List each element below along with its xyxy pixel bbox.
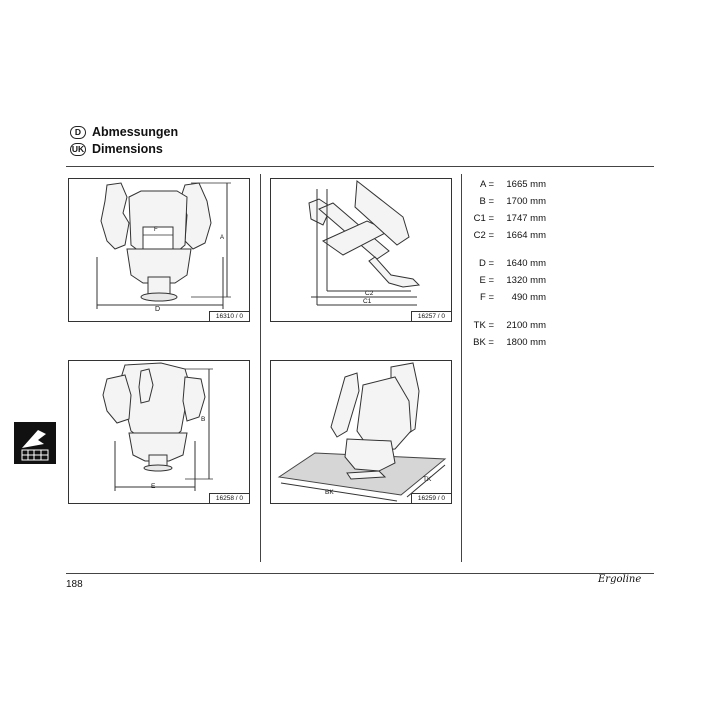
- heading-title-de: Abmessungen: [92, 125, 179, 139]
- spec-value: 2100 mm: [506, 320, 546, 331]
- figure-code: 16257 / 0: [410, 311, 451, 321]
- measurement-tab-icon: [21, 430, 49, 461]
- spec-label: C1 =: [473, 213, 494, 224]
- column-divider-right: [461, 174, 462, 562]
- figure-rear-view: E B 16258 / 0: [68, 360, 250, 504]
- lounger-rear-drawing: [102, 362, 213, 491]
- section-tab-icon: [14, 422, 56, 464]
- dimension-label-c2: C2: [365, 290, 374, 297]
- dimension-label-tk: TK: [423, 476, 432, 483]
- heading-title-uk: Dimensions: [92, 142, 163, 156]
- spec-value: 1665 mm: [506, 179, 546, 190]
- spec-value: 1320 mm: [506, 275, 546, 286]
- language-badge-de: D: [70, 125, 86, 139]
- dimension-label-d: D: [155, 306, 161, 313]
- figure-floor-area-view: BK TK 16259 / 0: [270, 360, 452, 504]
- spec-label: BK =: [473, 337, 494, 348]
- footer-rule: [66, 573, 654, 574]
- spec-value: 1640 mm: [506, 258, 546, 269]
- figure-side-view: C2 C1 16257 / 0: [270, 178, 452, 322]
- spec-label: TK =: [473, 320, 494, 331]
- spec-label: F =: [480, 292, 494, 303]
- figure-front-view: D F A 16310 / 0: [68, 178, 250, 322]
- spec-label: B =: [479, 196, 494, 207]
- spec-label: E =: [479, 275, 494, 286]
- heading-german: D Abmessungen: [70, 125, 178, 139]
- page-number: 188: [66, 579, 83, 590]
- dimension-label-f: F: [154, 227, 158, 233]
- column-divider-left: [260, 174, 261, 562]
- dimension-label-c1: C1: [363, 298, 372, 305]
- lounger-side-drawing: [308, 180, 421, 306]
- spec-label: D =: [478, 258, 494, 269]
- spec-value: 490 mm: [511, 292, 546, 303]
- dimension-label-a: A: [220, 235, 225, 241]
- lounger-front-drawing: [96, 182, 231, 309]
- heading-english: UK Dimensions: [70, 142, 163, 156]
- dimension-label-b: B: [201, 416, 206, 423]
- dimension-label-bk: BK: [325, 489, 334, 496]
- figure-code: 16310 / 0: [208, 311, 249, 321]
- spec-value: 1700 mm: [506, 196, 546, 207]
- language-badge-uk: UK: [70, 142, 86, 156]
- lounger-floor-area-drawing: [277, 362, 447, 502]
- spec-value: 1664 mm: [506, 230, 546, 241]
- spec-label: C2 =: [473, 230, 494, 241]
- figure-code: 16258 / 0: [208, 493, 249, 503]
- spec-value: 1747 mm: [506, 213, 546, 224]
- brand-logo: Ergoline: [598, 574, 642, 585]
- figure-code: 16259 / 0: [410, 493, 451, 503]
- spec-label: A =: [480, 179, 494, 190]
- dimension-label-e: E: [151, 483, 156, 490]
- header-rule: [66, 166, 654, 167]
- spec-value: 1800 mm: [506, 337, 546, 348]
